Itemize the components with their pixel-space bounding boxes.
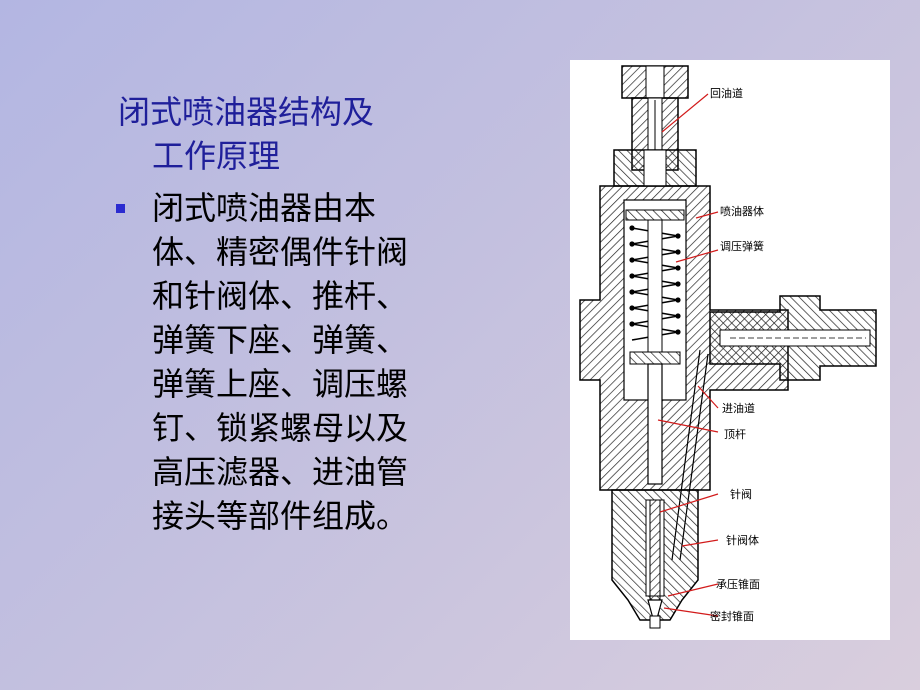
slide-title: 闭式喷油器结构及 工作原理 bbox=[118, 90, 438, 178]
label-oil-return: 回油道 bbox=[710, 86, 743, 100]
label-inlet-passage: 进油道 bbox=[722, 401, 755, 415]
label-sealing-cone: 密封锥面 bbox=[710, 609, 754, 623]
label-needle-valve: 针阀 bbox=[730, 487, 752, 501]
bullet-marker bbox=[116, 204, 125, 213]
label-needle-valve-body: 针阀体 bbox=[726, 533, 759, 547]
leader-lines bbox=[657, 93, 719, 617]
label-push-rod: 顶杆 bbox=[724, 427, 746, 441]
bullet-text: 闭式喷油器由本体、精密偶件针阀和针阀体、推杆、弹簧下座、弹簧、弹簧上座、调压螺钉… bbox=[152, 189, 409, 535]
injector-cross-section-figure: 回油道 喷油器体 调压弹簧 进油道 顶杆 针阀 针阀体 承压锥面 密封锥面 bbox=[570, 60, 890, 640]
title-line-1: 闭式喷油器结构及 bbox=[118, 93, 375, 131]
title-line-2: 工作原理 bbox=[152, 137, 281, 175]
label-pressure-cone: 承压锥面 bbox=[716, 578, 760, 591]
needle-valve bbox=[649, 499, 661, 601]
push-rod bbox=[647, 363, 663, 485]
label-pressure-spring: 调压弹簧 bbox=[720, 239, 764, 253]
label-injector-body: 喷油器体 bbox=[720, 204, 764, 218]
injector-diagram: 回油道 喷油器体 调压弹簧 进油道 顶杆 针阀 针阀体 承压锥面 密封锥面 bbox=[579, 65, 877, 629]
